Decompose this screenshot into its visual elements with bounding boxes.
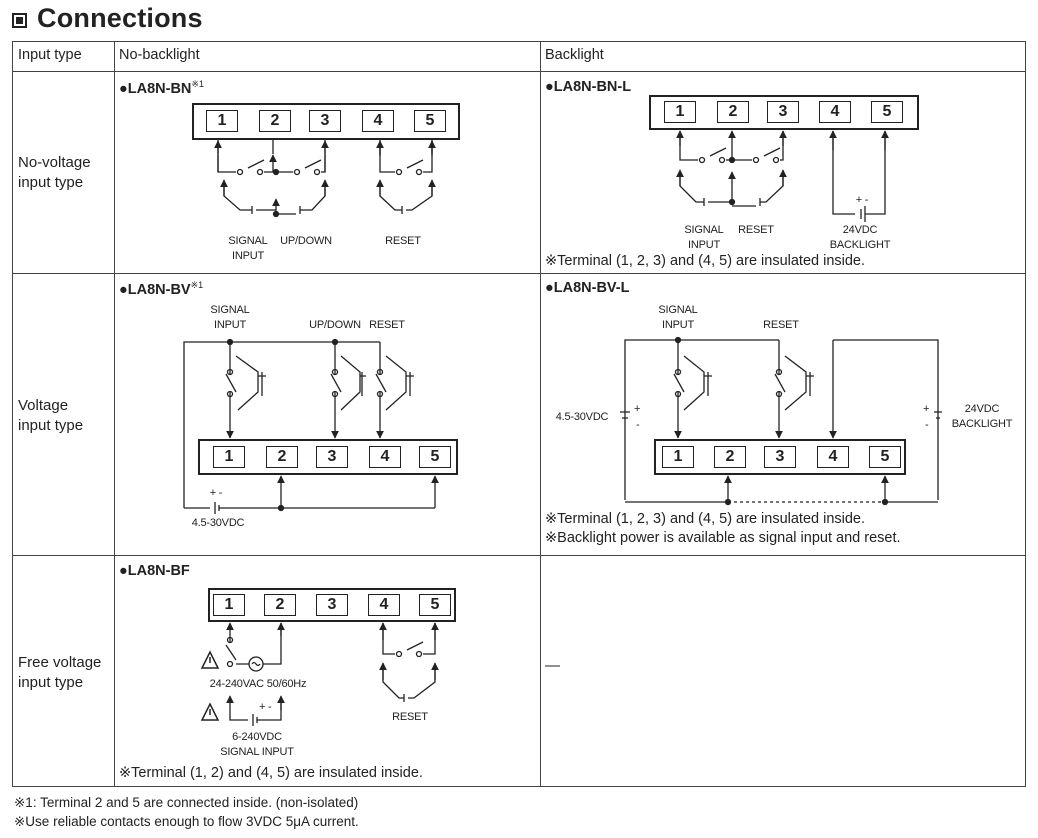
bn-updown: UP/DOWN xyxy=(280,235,332,247)
bnl-terminal-2: 2 xyxy=(717,101,749,123)
bf-terminal-3: 3 xyxy=(316,594,348,616)
page-title-text: Connections xyxy=(37,3,203,33)
model-bn: ●LA8N-BN※1 xyxy=(119,79,204,97)
bnl-reset: RESET xyxy=(738,224,774,236)
bn-terminal-3: 3 xyxy=(309,110,341,132)
bvl-note-1: ※Terminal (1, 2, 3) and (4, 5) are insul… xyxy=(545,511,866,527)
bv-terminal-2: 2 xyxy=(266,446,298,468)
footnote-2: ※Use reliable contacts enough to flow 3V… xyxy=(14,814,359,829)
bv-terminal-5: 5 xyxy=(419,446,451,468)
bnl-terminal-3: 3 xyxy=(767,101,799,123)
model-bnl: ●LA8N-BN-L xyxy=(545,79,632,95)
model-bvl: ●LA8N-BV-L xyxy=(545,280,630,296)
bvl-reset: RESET xyxy=(763,319,799,331)
bn-reset: RESET xyxy=(385,235,421,247)
bn-terminal-4: 4 xyxy=(362,110,394,132)
header-no-backlight: No-backlight xyxy=(119,47,200,63)
page-title: Connections xyxy=(12,3,203,34)
bf-terminal-2: 2 xyxy=(264,594,296,616)
bv-terminal-3: 3 xyxy=(316,446,348,468)
bv-updown: UP/DOWN xyxy=(309,319,361,331)
bf-note: ※Terminal (1, 2) and (4, 5) are insulate… xyxy=(119,765,423,781)
bnl-note: ※Terminal (1, 2, 3) and (4, 5) are insul… xyxy=(545,253,866,269)
bvl-terminal-3: 3 xyxy=(764,446,796,468)
bvl-note-2: ※Backlight power is available as signal … xyxy=(545,530,901,546)
bn-terminal-5: 5 xyxy=(414,110,446,132)
warning-icon xyxy=(200,650,220,669)
bn-terminal-1: 1 xyxy=(206,110,238,132)
bv-reset: RESET xyxy=(369,319,405,331)
bv-terminal-4: 4 xyxy=(369,446,401,468)
bnl-terminal-1: 1 xyxy=(664,101,696,123)
model-bf: ●LA8N-BF xyxy=(119,563,190,579)
bf-terminal-1: 1 xyxy=(213,594,245,616)
bvl-terminal-1: 1 xyxy=(662,446,694,468)
bf-ac-label: 24-240VAC 50/60Hz xyxy=(209,678,307,690)
footnote-1: ※1: Terminal 2 and 5 are connected insid… xyxy=(14,795,359,810)
bf-reset: RESET xyxy=(392,711,428,723)
bnl-diagram xyxy=(649,95,919,222)
header-backlight: Backlight xyxy=(545,47,604,63)
bn-diagram xyxy=(192,103,460,218)
bv-supply: 4.5-30VDC xyxy=(191,517,245,529)
header-input-type: Input type xyxy=(18,47,82,63)
bvl-terminal-2: 2 xyxy=(714,446,746,468)
bf-terminal-5: 5 xyxy=(419,594,451,616)
bvl-supply: 4.5-30VDC xyxy=(555,411,609,423)
bvl-terminal-4: 4 xyxy=(817,446,849,468)
warning-icon xyxy=(200,702,220,721)
bvl-terminal-5: 5 xyxy=(869,446,901,468)
bf-terminal-4: 4 xyxy=(368,594,400,616)
bv-polarity: + - xyxy=(209,487,223,499)
bnl-terminal-5: 5 xyxy=(871,101,903,123)
bnl-terminal-4: 4 xyxy=(819,101,851,123)
bfl-empty-dash: — xyxy=(545,657,560,674)
square-bullet-icon xyxy=(12,13,27,28)
model-bv: ●LA8N-BV※1 xyxy=(119,280,204,298)
bv-terminal-1: 1 xyxy=(213,446,245,468)
bv-diagram xyxy=(183,338,458,514)
bvl-diagram xyxy=(620,336,942,506)
bn-terminal-2: 2 xyxy=(259,110,291,132)
bf-diagram xyxy=(200,588,456,726)
bnl-polarity: + - xyxy=(855,194,869,206)
